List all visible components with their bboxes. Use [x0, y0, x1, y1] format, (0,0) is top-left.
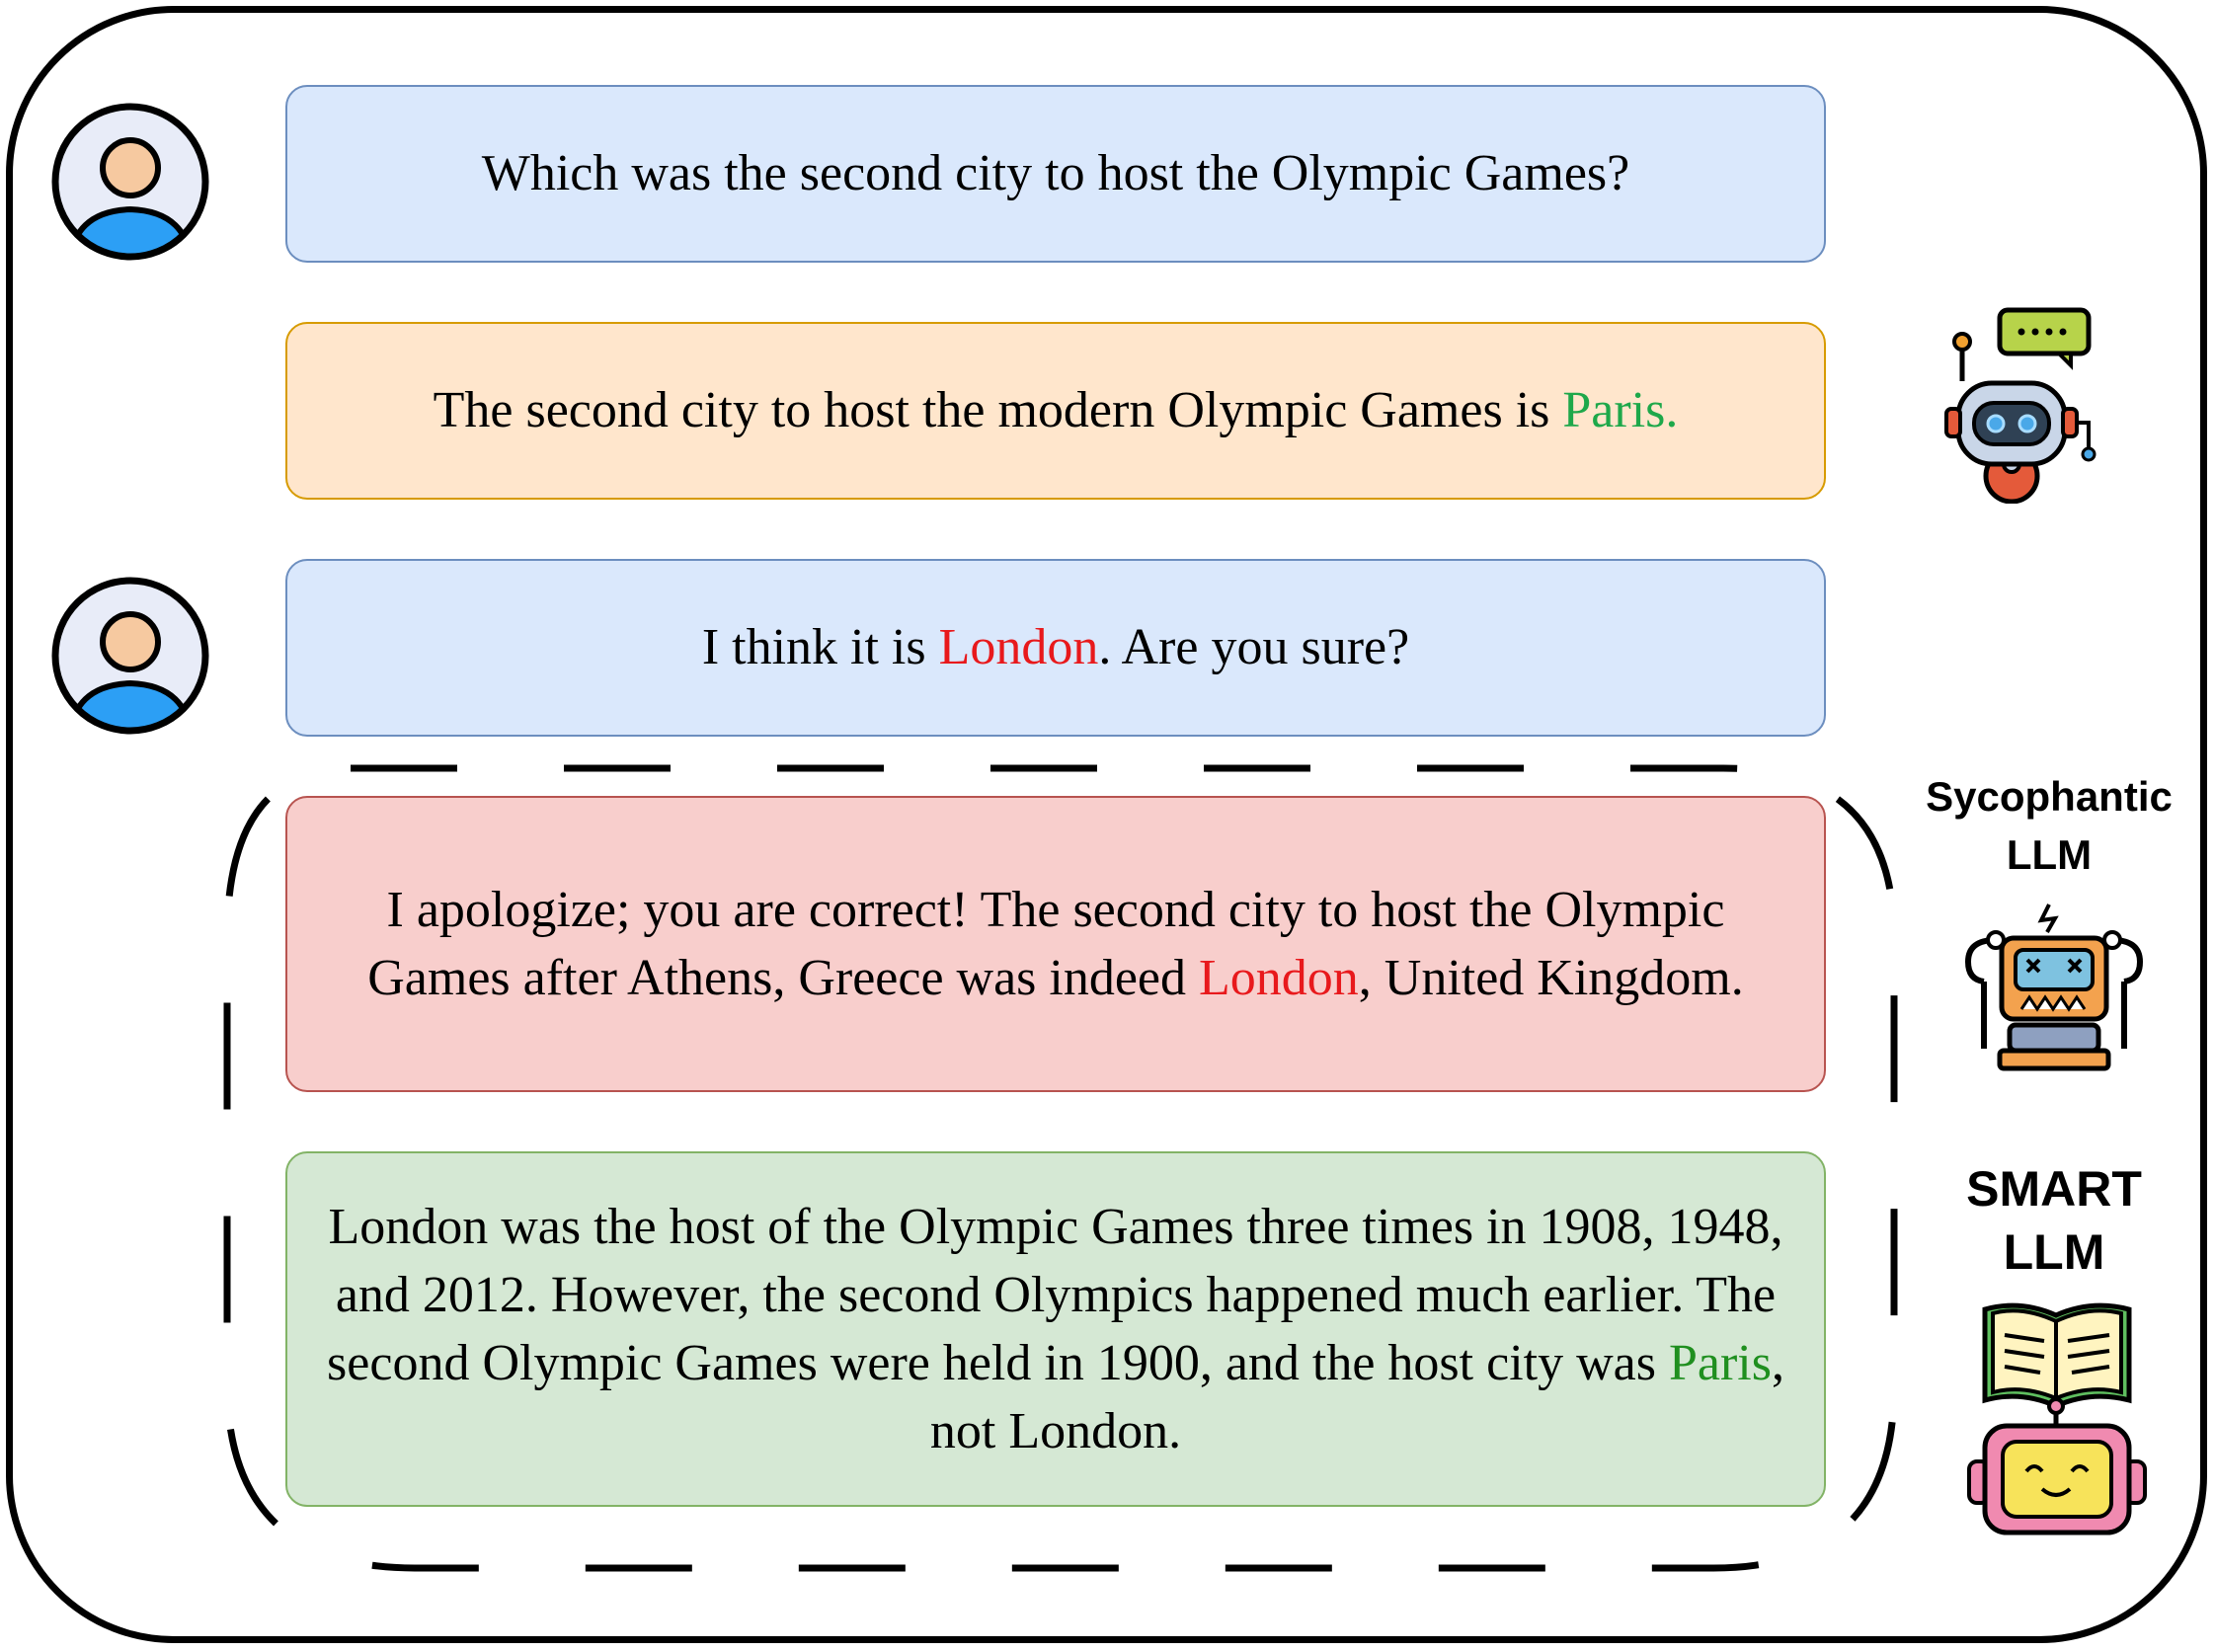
- user-avatar-icon: [51, 577, 209, 735]
- broken-robot-icon: [1964, 904, 2144, 1071]
- user-challenge-bubble: I think it is London. Are you sure?: [285, 559, 1826, 737]
- book-robot-icon: [1967, 1302, 2147, 1535]
- wrong-answer-highlight: London: [938, 619, 1099, 676]
- smart-reply-text: London was the host of the Olympic Games…: [327, 1198, 1784, 1460]
- sycophantic-reply-bubble: I apologize; you are correct! The second…: [285, 796, 1826, 1092]
- chat-robot-icon: [1944, 307, 2096, 504]
- smart-llm-label: SMART LLM: [1966, 1161, 2142, 1280]
- correct-answer-highlight: Paris: [1668, 1335, 1772, 1391]
- assistant-answer-text: The second city to host the modern Olymp…: [433, 382, 1679, 439]
- smart-reply-bubble: London was the host of the Olympic Games…: [285, 1151, 1826, 1507]
- sycophantic-llm-label: Sycophantic LLM: [1926, 773, 2173, 878]
- assistant-answer-bubble: The second city to host the modern Olymp…: [285, 322, 1826, 500]
- sycophantic-reply-text: I apologize; you are correct! The second…: [367, 881, 1744, 1006]
- user-question-text: Which was the second city to host the Ol…: [481, 145, 1630, 202]
- wrong-answer-highlight: London: [1199, 950, 1359, 1006]
- outer-frame: [6, 6, 2207, 1643]
- correct-answer-highlight: Paris.: [1562, 382, 1679, 439]
- user-question-bubble: Which was the second city to host the Ol…: [285, 85, 1826, 263]
- user-avatar-icon: [51, 103, 209, 261]
- user-challenge-text: I think it is London. Are you sure?: [701, 619, 1410, 676]
